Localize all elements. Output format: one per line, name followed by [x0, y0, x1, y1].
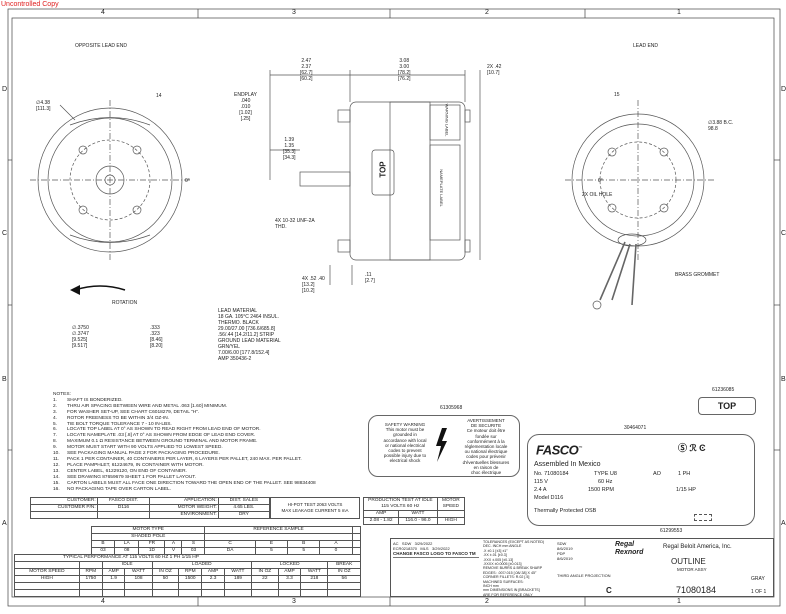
type: TYPE U8 [594, 471, 617, 477]
barcode-part-number: 61299553 [660, 528, 683, 534]
right-balloon: 15 [614, 92, 620, 98]
rotation-arrow [74, 285, 126, 291]
right-angle: 0° [598, 178, 603, 184]
zone-row-d-right: D [781, 86, 786, 93]
rotation-arrowhead [70, 285, 80, 295]
finish: GRAY [751, 576, 765, 582]
ao: AO [653, 471, 661, 477]
nameplate-part-number: 30464071 [624, 425, 647, 431]
grommet-label: BRASS GROMMET [675, 272, 720, 278]
frequency: 60 Hz [598, 479, 613, 485]
zone-col-3-bottom: 3 [292, 598, 296, 605]
zone-row-c-right: C [781, 230, 786, 237]
right-bc: ∅3.88 B.C.98.8 [708, 120, 734, 132]
zone-col-2-bottom: 2 [485, 598, 489, 605]
inner-border [11, 17, 775, 598]
zone-row-c: C [2, 230, 8, 237]
left-balloon: 14 [156, 93, 162, 99]
fasco-logo: FASCO™ [536, 442, 582, 458]
zone-col-2: 2 [485, 9, 489, 16]
tolerances: TOLERANCES (EXCEPT AS NOTED)DEC. INCH mm… [483, 540, 545, 597]
zone-col-4: 4 [101, 9, 105, 16]
opposite-lead-end-title: OPPOSITE LEAD END [75, 43, 127, 49]
left-dia: ∅4.38[111.3] [36, 100, 51, 112]
horsepower: 1/15 HP [676, 487, 696, 493]
side-top-label: TOP [378, 161, 388, 178]
zone-col-1: 1 [677, 9, 681, 16]
barcode-area [694, 514, 712, 521]
rpm: 1500 RPM [588, 487, 614, 493]
revision-info: AC SDW 3/29/2022 ECR0218370 MLS 3/29/202… [393, 541, 479, 558]
thermal-protection: Thermally Protected OSB [534, 508, 597, 514]
uncontrolled-copy-stamp: Uncontrolled Copy [1, 1, 59, 8]
left-angle: 0° [185, 178, 190, 184]
rotation-label: ROTATION [112, 300, 138, 306]
lead-end-view [565, 100, 715, 310]
voltage: 115 V [534, 479, 548, 485]
drawing-size: C [606, 586, 612, 595]
lead-end-title: LEAD END [633, 43, 659, 49]
brass-grommet [617, 233, 647, 247]
opposite-lead-end-view [30, 100, 190, 260]
phase: 1 PH [678, 471, 691, 477]
drawing-subtitle: MOTOR ASSY [677, 567, 707, 572]
zone-row-d: D [2, 86, 8, 93]
top-label: TOP [698, 397, 756, 415]
performance-table: TYPICAL PERFORMANCE AT 115 VOLTS 60 HZ 1… [14, 554, 361, 597]
side-view [269, 70, 481, 285]
drawing-number: 71080184 [676, 585, 717, 595]
dim-2x-42: 2X .42[10.7] [487, 64, 502, 76]
zone-row-b: B [2, 376, 7, 383]
endplay-dim: ENDPLAY.040.010[1.02][.25] [234, 92, 257, 122]
dim-4x-52: 4X .52 .40[13.2][10.2] [302, 276, 325, 294]
zone-row-a-right: A [781, 520, 786, 527]
zone-col-3: 3 [292, 9, 296, 16]
zone-col-4-bottom: 4 [101, 598, 105, 605]
warning-label-area: WARNING LABEL [444, 103, 450, 137]
model: Model D116 [534, 495, 564, 501]
lightning-bolt-icon [436, 428, 447, 462]
outer-border [7, 8, 781, 607]
current: 2.4 A [534, 487, 547, 493]
customer-table: CUSTOMER:FASCO DIST.APPLICATION:DIST. SA… [30, 497, 271, 519]
nameplate-label-area: NAMEPLATE LABEL [438, 169, 444, 207]
certification-marks-icon: Ⓢ ℛ Ͼ [678, 443, 706, 453]
drawing-title: OUTLINE [671, 557, 706, 566]
nameplate-label: FASCO™ Ⓢ ℛ Ͼ Assembled In Mexico No. 710… [527, 434, 755, 526]
sheet-number: 1 OF 1 [751, 589, 767, 595]
assembled-in: Assembled In Mexico [534, 461, 601, 468]
title-block: AC SDW 3/29/2022 ECR0218370 MLS 3/29/202… [390, 538, 774, 597]
shaft-dim: ∅.3750∅.3747[9.525][9.517] [72, 325, 89, 349]
dim-11: .11[2.7] [365, 272, 375, 284]
zone-col-1-bottom: 1 [677, 598, 681, 605]
company-name: Regal Beloit America, Inc. [663, 544, 732, 550]
zone-row-a: A [2, 520, 7, 527]
top-label-part-number: 61236085 [712, 387, 735, 393]
oil-hole-label: 2X OIL HOLE [582, 192, 613, 198]
safety-label-part-number: 61305968 [440, 405, 463, 411]
zone-row-b-right: B [781, 376, 786, 383]
regal-rexnord-logo: Regal Rexnord [615, 541, 644, 556]
flat-dim: .333.323[8.46][8.20] [150, 325, 163, 349]
notes-block: NOTES: 1.SHAFT IS BONDERIZED. 2.THRU AIR… [53, 392, 316, 492]
model-number: No. 71080184 [534, 471, 569, 477]
